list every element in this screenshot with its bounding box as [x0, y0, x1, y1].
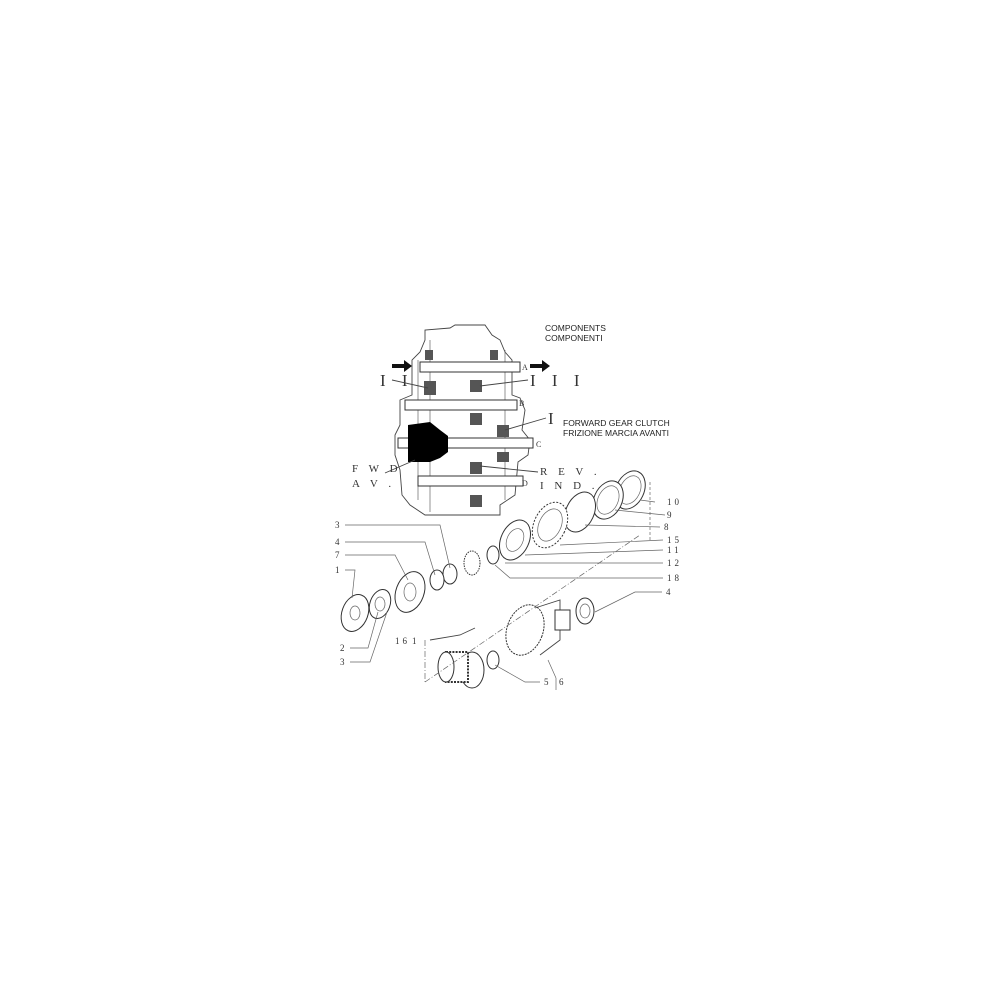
callout-3-bottom: 3 [340, 657, 348, 667]
header-line2: COMPONENTI [545, 333, 603, 343]
label-fwd: F W D [352, 463, 402, 475]
assembly-subtitle: FRIZIONE MARCIA AVANTI [563, 428, 669, 438]
input-arrow-icon [392, 360, 412, 372]
callout-1-left: 1 [335, 565, 343, 575]
callout-4-left: 4 [335, 537, 343, 547]
callout-15: 15 [667, 535, 682, 545]
callout-18: 18 [667, 573, 682, 583]
shaft-b [404, 399, 518, 411]
label-rev: R E V . [540, 466, 601, 478]
callout-10: 10 [667, 497, 682, 507]
callout-6: 6 [559, 677, 567, 687]
shaft-a [419, 361, 521, 373]
callout-16: 16 [395, 636, 410, 646]
callout-1-bottom: 1 [412, 636, 420, 646]
label-gear-i: I [548, 409, 560, 428]
callout-3-left: 3 [335, 520, 343, 530]
callout-4-right: 4 [666, 587, 674, 597]
shaft-label-d: D [522, 479, 528, 488]
shaft-d [417, 475, 524, 487]
forward-clutch-highlight [408, 422, 448, 462]
label-ind: I N D . [540, 480, 599, 492]
callout-12: 12 [667, 558, 682, 568]
label-gear-iii: I I I [530, 371, 585, 390]
shaft-label-a: A [522, 363, 528, 372]
label-gear-ii: I I [380, 371, 414, 390]
shaft-label-b: B [519, 399, 524, 408]
callout-5: 5 [544, 677, 552, 687]
exploded-parts [340, 470, 651, 689]
callout-8: 8 [664, 522, 672, 532]
output-arrow-icon [530, 360, 550, 372]
callout-11: 11 [667, 545, 682, 555]
callout-9: 9 [667, 510, 675, 520]
callout-7: 7 [335, 550, 343, 560]
shaft-label-c: C [536, 440, 541, 449]
header-line1: COMPONENTS [545, 323, 606, 333]
callout-2: 2 [340, 643, 348, 653]
shaft-c [397, 437, 534, 449]
transmission-section [392, 324, 550, 516]
label-av: A V . [352, 478, 395, 490]
assembly-title: FORWARD GEAR CLUTCH [563, 418, 670, 428]
